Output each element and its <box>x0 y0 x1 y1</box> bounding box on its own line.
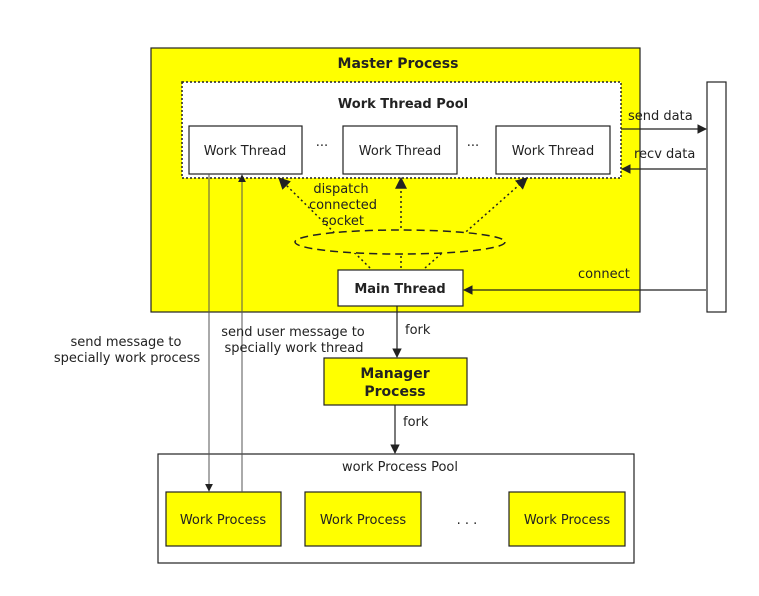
work-process-3-label: Work Process <box>524 513 611 528</box>
work-thread-1-label: Work Thread <box>204 144 287 159</box>
work-process-pool-title: work Process Pool <box>342 460 458 475</box>
work-process-1-box <box>165 491 282 547</box>
work-thread-1-box <box>188 125 303 175</box>
send-message-label-line1: send message to <box>70 335 181 350</box>
fork-label-top: fork <box>405 323 431 338</box>
fork-label-bottom: fork <box>403 415 429 430</box>
manager-process-box <box>323 357 468 406</box>
dispatch-label-line2: connected <box>309 198 377 213</box>
manager-process-label-line2: Process <box>364 384 425 400</box>
socket-ellipse <box>294 229 506 255</box>
work-thread-3-box <box>495 125 611 175</box>
dispatch-label-line3: socket <box>322 214 364 229</box>
send-message-label-line2: specially work process <box>54 351 201 366</box>
connect-label: connect <box>578 267 630 282</box>
main-thread-box <box>337 269 464 307</box>
work-process-3-box <box>508 491 626 547</box>
send-user-message-label-line2: specially work thread <box>224 341 363 356</box>
work-thread-3-label: Work Thread <box>512 144 595 159</box>
send-data-label: send data <box>628 109 693 124</box>
master-process-title: Master Process <box>338 56 459 72</box>
main-thread-label: Main Thread <box>354 282 445 297</box>
process-ellipsis: . . . <box>457 513 478 528</box>
client-bar <box>706 81 727 313</box>
work-thread-2-box <box>342 125 458 175</box>
work-thread-2-label: Work Thread <box>359 144 442 159</box>
work-process-1-label: Work Process <box>180 513 267 528</box>
work-process-2-label: Work Process <box>320 513 407 528</box>
work-process-2-box <box>304 491 422 547</box>
send-user-message-label-line1: send user message to <box>221 325 365 340</box>
manager-process-label-line1: Manager <box>360 366 429 382</box>
recv-data-label: recv data <box>634 147 695 162</box>
thread-ellipsis-1: ... <box>316 135 328 150</box>
thread-ellipsis-2: ... <box>467 135 479 150</box>
dispatch-arrow-left <box>278 177 371 269</box>
work-thread-pool-title: Work Thread Pool <box>338 97 468 112</box>
dispatch-label-line1: dispatch <box>313 182 368 197</box>
